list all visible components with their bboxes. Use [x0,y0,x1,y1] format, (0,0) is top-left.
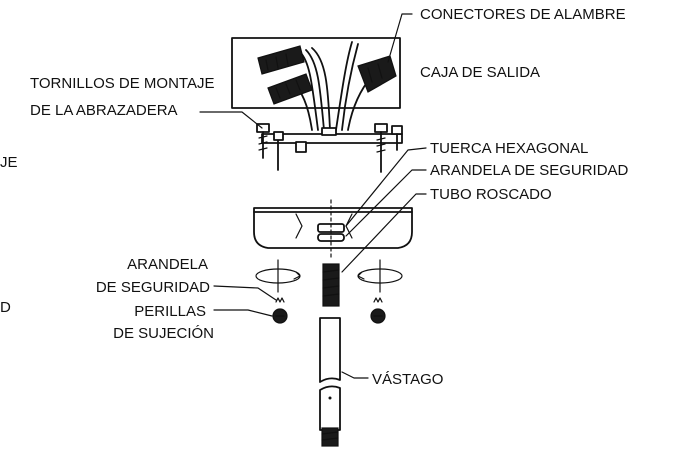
lock-washer-right [373,297,383,303]
label-knobs-line1: PERILLAS [134,303,206,320]
bracket-screw-right [374,123,388,173]
lock-washer-left [275,297,285,303]
wires [291,41,373,131]
label-cut-fragment-2: D [0,299,11,316]
label-lock-washer-top: ARANDELA DE SEGURIDAD [430,162,629,179]
bracket-screw-right-outer [391,125,403,151]
bracket-screw-left-inner [273,131,284,171]
label-knobs-line2: DE SUJECIÓN [113,325,214,342]
wire-connector-lower-left [267,73,313,105]
threaded-tube [322,263,340,307]
thumb-knob-right [370,308,386,324]
label-hex-nut: TUERCA HEXAGONAL [430,140,588,157]
downrod [319,317,341,447]
mounting-bracket [261,127,403,153]
label-downrod: VÁSTAGO [372,371,443,388]
label-lock-washer-left-line1: ARANDELA [127,256,208,273]
leader-lines [199,13,427,379]
label-wire-connectors: CONECTORES DE ALAMBRE [420,6,626,23]
thumb-knob-left [272,308,288,324]
label-lock-washer-left-line2: DE SEGURIDAD [96,279,210,296]
wire-connector-right [357,55,397,93]
label-bracket-screws-line1: TORNILLOS DE MONTAJE [30,75,214,92]
label-threaded-tube: TUBO ROSCADO [430,186,552,203]
rotation-arrow-left [255,259,301,293]
wire-connector-upper-left [257,45,305,75]
label-outlet-box: CAJA DE SALIDA [420,64,540,81]
rotation-arrow-right [357,259,403,293]
bracket-screw-left [256,123,270,159]
label-cut-fragment-1: JE [0,154,18,171]
label-bracket-screws-line2: DE LA ABRAZADERA [30,102,178,119]
